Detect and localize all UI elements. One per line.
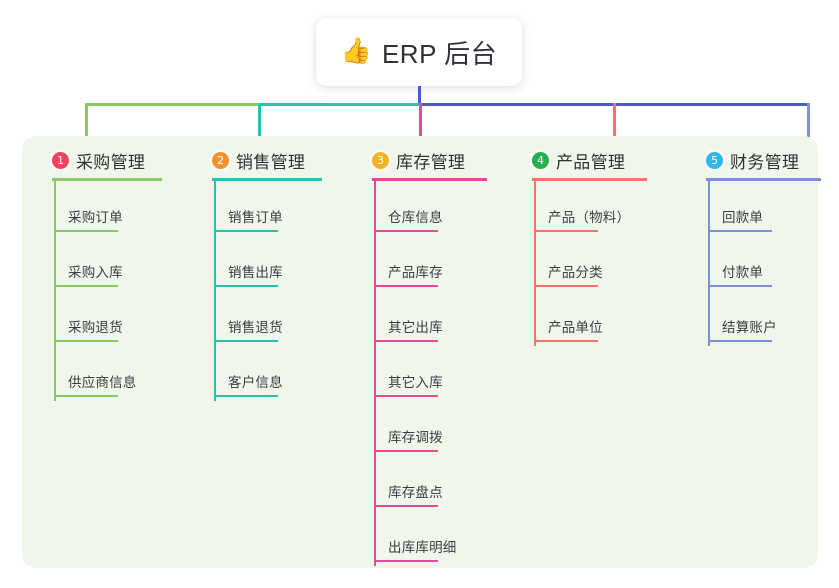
module-item-underline	[374, 340, 438, 342]
module-header-underline	[212, 178, 322, 181]
module-title: 产品管理	[556, 152, 626, 172]
module-header-underline	[52, 178, 162, 181]
module-header-2[interactable]: 2 销售管理	[194, 146, 322, 181]
module-spine	[534, 181, 536, 346]
module-column-1: 1 采购管理采购订单采购入库采购退货供应商信息	[34, 146, 162, 401]
module-column-3: 3 库存管理仓库信息产品库存其它出库其它入库库存调拨库存盘点出库库明细	[354, 146, 487, 566]
module-header-underline	[532, 178, 647, 181]
module-item-label: 销售出库	[228, 265, 283, 280]
module-item-underline	[374, 450, 438, 452]
module-item-underline	[54, 285, 118, 287]
module-item-underline	[534, 285, 598, 287]
root-node-erp-backend[interactable]: 👍 ERP 后台	[316, 18, 522, 86]
module-item-label: 其它出库	[388, 320, 443, 335]
module-item-underline	[534, 340, 598, 342]
module-number-badge: 1	[52, 151, 69, 169]
module-item-underline	[374, 230, 438, 232]
module-item-label: 库存盘点	[388, 485, 443, 500]
module-header-3[interactable]: 3 库存管理	[354, 146, 487, 181]
module-item-label: 出库库明细	[388, 540, 457, 555]
module-item-underline	[708, 285, 772, 287]
module-item-underline	[374, 505, 438, 507]
module-item-underline	[374, 560, 438, 562]
module-item-label: 客户信息	[228, 375, 283, 390]
module-spine	[374, 181, 376, 566]
drop-to-column-1	[85, 103, 88, 146]
drop-to-column-2	[258, 103, 261, 146]
bus-segment-4	[613, 103, 809, 106]
module-item-label: 付款单	[722, 265, 764, 280]
module-item-label: 供应商信息	[68, 375, 137, 390]
module-item-label: 采购入库	[68, 265, 123, 280]
module-spine	[708, 181, 710, 346]
module-header-underline	[372, 178, 487, 181]
module-item-label: 采购订单	[68, 210, 123, 225]
module-title: 库存管理	[396, 152, 466, 172]
module-item-label: 其它入库	[388, 375, 443, 390]
module-item-label: 销售订单	[228, 210, 283, 225]
module-column-4: 4 产品管理产品（物料） 产品分类产品单位	[514, 146, 647, 346]
module-item-label: 产品分类	[548, 265, 603, 280]
module-item-underline	[54, 230, 118, 232]
module-item-underline	[534, 230, 598, 232]
module-item-underline	[374, 395, 438, 397]
module-header-1[interactable]: 1 采购管理	[34, 146, 162, 181]
module-item-label: 销售退货	[228, 320, 283, 335]
module-item-underline	[214, 340, 278, 342]
module-item-label: 结算账户	[722, 320, 777, 335]
bus-segment-3	[419, 103, 615, 106]
drop-to-column-5	[807, 103, 810, 146]
module-item-underline	[708, 340, 772, 342]
module-column-5: 5 财务管理回款单付款单结算账户	[688, 146, 821, 346]
module-spine	[214, 181, 216, 401]
bus-segment-1	[85, 103, 258, 106]
module-item-label: 产品单位	[548, 320, 603, 335]
module-item-label: 库存调拨	[388, 430, 443, 445]
module-header-underline	[706, 178, 821, 181]
module-title: 采购管理	[76, 152, 146, 172]
module-number-badge: 4	[532, 151, 549, 169]
module-header-5[interactable]: 5 财务管理	[688, 146, 821, 181]
module-header-4[interactable]: 4 产品管理	[514, 146, 647, 181]
module-item-underline	[54, 395, 118, 397]
module-item-label: 产品库存	[388, 265, 443, 280]
module-number-badge: 5	[706, 151, 723, 169]
module-title: 销售管理	[236, 152, 306, 172]
root-node-title: ERP 后台	[381, 38, 498, 69]
module-item-underline	[214, 285, 278, 287]
module-item-underline	[214, 395, 278, 397]
module-item-label: 产品（物料）	[548, 210, 631, 225]
module-item-underline	[54, 340, 118, 342]
module-column-2: 2 销售管理销售订单销售出库销售退货客户信息	[194, 146, 322, 401]
module-item-label: 回款单	[722, 210, 764, 225]
module-number-badge: 3	[372, 151, 389, 169]
module-item-underline	[374, 285, 438, 287]
module-item-underline	[708, 230, 772, 232]
module-item-label: 采购退货	[68, 320, 123, 335]
module-item-underline	[214, 230, 278, 232]
module-title: 财务管理	[730, 152, 800, 172]
bus-segment-2	[258, 103, 420, 106]
module-spine	[54, 181, 56, 401]
drop-to-column-3	[419, 103, 422, 146]
drop-to-column-4	[613, 103, 616, 146]
root-stem	[418, 86, 421, 106]
thumbs-up-emoji: 👍	[340, 36, 372, 65]
modules-panel	[22, 136, 818, 568]
module-item-label: 仓库信息	[388, 210, 443, 225]
module-number-badge: 2	[212, 151, 229, 169]
